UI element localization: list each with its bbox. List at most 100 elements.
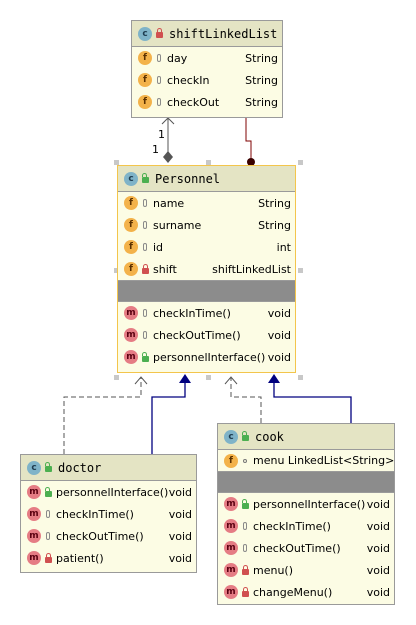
class-title: cook bbox=[255, 429, 284, 444]
personnel-class[interactable]: c Personnel f name String f surname Stri… bbox=[117, 165, 296, 373]
method-icon: m bbox=[27, 485, 41, 499]
package-visibility-icon bbox=[155, 97, 163, 107]
method-type: void bbox=[267, 328, 291, 342]
method-icon: m bbox=[224, 585, 238, 599]
public-visibility-icon bbox=[241, 431, 249, 442]
selection-handle[interactable] bbox=[298, 268, 303, 273]
method-type: void bbox=[267, 306, 291, 320]
doctor-class[interactable]: c doctor m personnelInterface() void m c… bbox=[20, 454, 197, 573]
method-row[interactable]: m checkInTime() void bbox=[218, 515, 394, 537]
selection-handle[interactable] bbox=[298, 160, 303, 165]
composition-diamond bbox=[163, 151, 173, 163]
method-name: checkInTime() bbox=[253, 519, 331, 533]
field-icon: f bbox=[224, 453, 238, 468]
class-header: c doctor bbox=[21, 455, 196, 481]
class-icon: c bbox=[124, 171, 138, 186]
multiplicity-bottom: 1 bbox=[152, 143, 159, 156]
class-icon: c bbox=[138, 26, 152, 41]
method-row[interactable]: m changeMenu() void bbox=[218, 581, 394, 603]
method-type: void bbox=[366, 519, 390, 533]
method-type: void bbox=[366, 563, 390, 577]
lock-icon bbox=[141, 263, 149, 274]
package-visibility-icon bbox=[155, 53, 163, 63]
field-type: String bbox=[245, 73, 278, 87]
lock-icon bbox=[241, 564, 249, 575]
field-row[interactable]: f shift shiftLinkedList bbox=[118, 258, 295, 280]
method-row[interactable]: m patient() void bbox=[21, 547, 196, 569]
method-name: menu() bbox=[253, 563, 294, 577]
field-name: checkOut bbox=[167, 95, 220, 109]
field-type: String bbox=[258, 196, 291, 210]
package-visibility-icon bbox=[141, 242, 149, 252]
shift-linked-list-class[interactable]: c shiftLinkedList f day String f checkIn… bbox=[131, 20, 283, 118]
class-icon: c bbox=[27, 460, 41, 475]
field-type: int bbox=[276, 240, 291, 254]
package-visibility-icon bbox=[241, 456, 249, 466]
package-visibility-icon bbox=[44, 509, 52, 519]
field-type: shiftLinkedList bbox=[212, 262, 291, 276]
method-name: patient() bbox=[56, 551, 104, 565]
field-row[interactable]: f name String bbox=[118, 192, 295, 214]
cook-class[interactable]: c cook f menu LinkedList<String> m perso… bbox=[217, 423, 395, 605]
selection-handle[interactable] bbox=[114, 375, 119, 380]
association-arrowhead bbox=[161, 117, 175, 125]
selection-handle[interactable] bbox=[114, 160, 119, 165]
lock-icon bbox=[241, 586, 249, 597]
method-name: checkOutTime() bbox=[153, 328, 241, 342]
selection-handle[interactable] bbox=[206, 160, 211, 165]
inner-class-anchor bbox=[247, 158, 255, 166]
package-visibility-icon bbox=[141, 308, 149, 318]
field-row[interactable]: f checkOut String bbox=[132, 91, 282, 113]
method-row[interactable]: m personnelInterface() void bbox=[21, 481, 196, 503]
method-icon: m bbox=[27, 507, 41, 521]
field-row[interactable]: f checkIn String bbox=[132, 69, 282, 91]
field-row[interactable]: f surname String bbox=[118, 214, 295, 236]
method-name: changeMenu() bbox=[253, 585, 333, 599]
method-icon: m bbox=[27, 551, 41, 565]
field-row[interactable]: f id int bbox=[118, 236, 295, 258]
package-visibility-icon bbox=[141, 330, 149, 340]
method-row[interactable]: m personnelInterface() void bbox=[218, 493, 394, 515]
class-title: Personnel bbox=[155, 171, 221, 186]
package-visibility-icon bbox=[141, 198, 149, 208]
lock-icon bbox=[155, 28, 163, 39]
field-name: name bbox=[153, 196, 185, 210]
selection-handle[interactable] bbox=[114, 268, 119, 273]
field-icon: f bbox=[124, 262, 138, 276]
field-row[interactable]: f day String bbox=[132, 47, 282, 69]
method-row[interactable]: m checkOutTime() void bbox=[21, 525, 196, 547]
method-name: checkInTime() bbox=[56, 507, 134, 521]
method-icon: m bbox=[224, 563, 238, 577]
public-visibility-icon bbox=[141, 173, 149, 184]
method-row[interactable]: m checkOutTime() void bbox=[218, 537, 394, 559]
method-icon: m bbox=[224, 541, 238, 555]
method-row[interactable]: m checkOutTime() void bbox=[118, 324, 295, 346]
field-name: surname bbox=[153, 218, 202, 232]
method-row[interactable]: m checkInTime() void bbox=[118, 302, 295, 324]
method-type: void bbox=[366, 541, 390, 555]
method-icon: m bbox=[224, 519, 238, 533]
class-title: doctor bbox=[58, 460, 102, 475]
method-type: void bbox=[366, 497, 390, 511]
method-row[interactable]: m checkInTime() void bbox=[21, 503, 196, 525]
field-type: String bbox=[245, 95, 278, 109]
field-name: shift bbox=[153, 262, 177, 276]
selection-handle[interactable] bbox=[206, 375, 211, 380]
empty-compartment bbox=[218, 472, 394, 493]
empty-compartment bbox=[118, 281, 295, 302]
method-type: void bbox=[168, 551, 192, 565]
package-visibility-icon bbox=[155, 75, 163, 85]
public-visibility-icon bbox=[241, 498, 249, 509]
public-visibility-icon bbox=[44, 486, 52, 497]
doctor-dependency-arrowhead bbox=[134, 376, 148, 385]
method-row[interactable]: m menu() void bbox=[218, 559, 394, 581]
class-header: c cook bbox=[218, 424, 394, 450]
selection-handle[interactable] bbox=[298, 375, 303, 380]
public-visibility-icon bbox=[44, 462, 52, 473]
package-visibility-icon bbox=[141, 220, 149, 230]
field-row[interactable]: f menu LinkedList<String> bbox=[218, 450, 394, 472]
inner-class-line bbox=[245, 118, 252, 160]
method-row[interactable]: m personnelInterface() void bbox=[118, 346, 295, 368]
abstract-method-icon: m bbox=[124, 350, 138, 364]
